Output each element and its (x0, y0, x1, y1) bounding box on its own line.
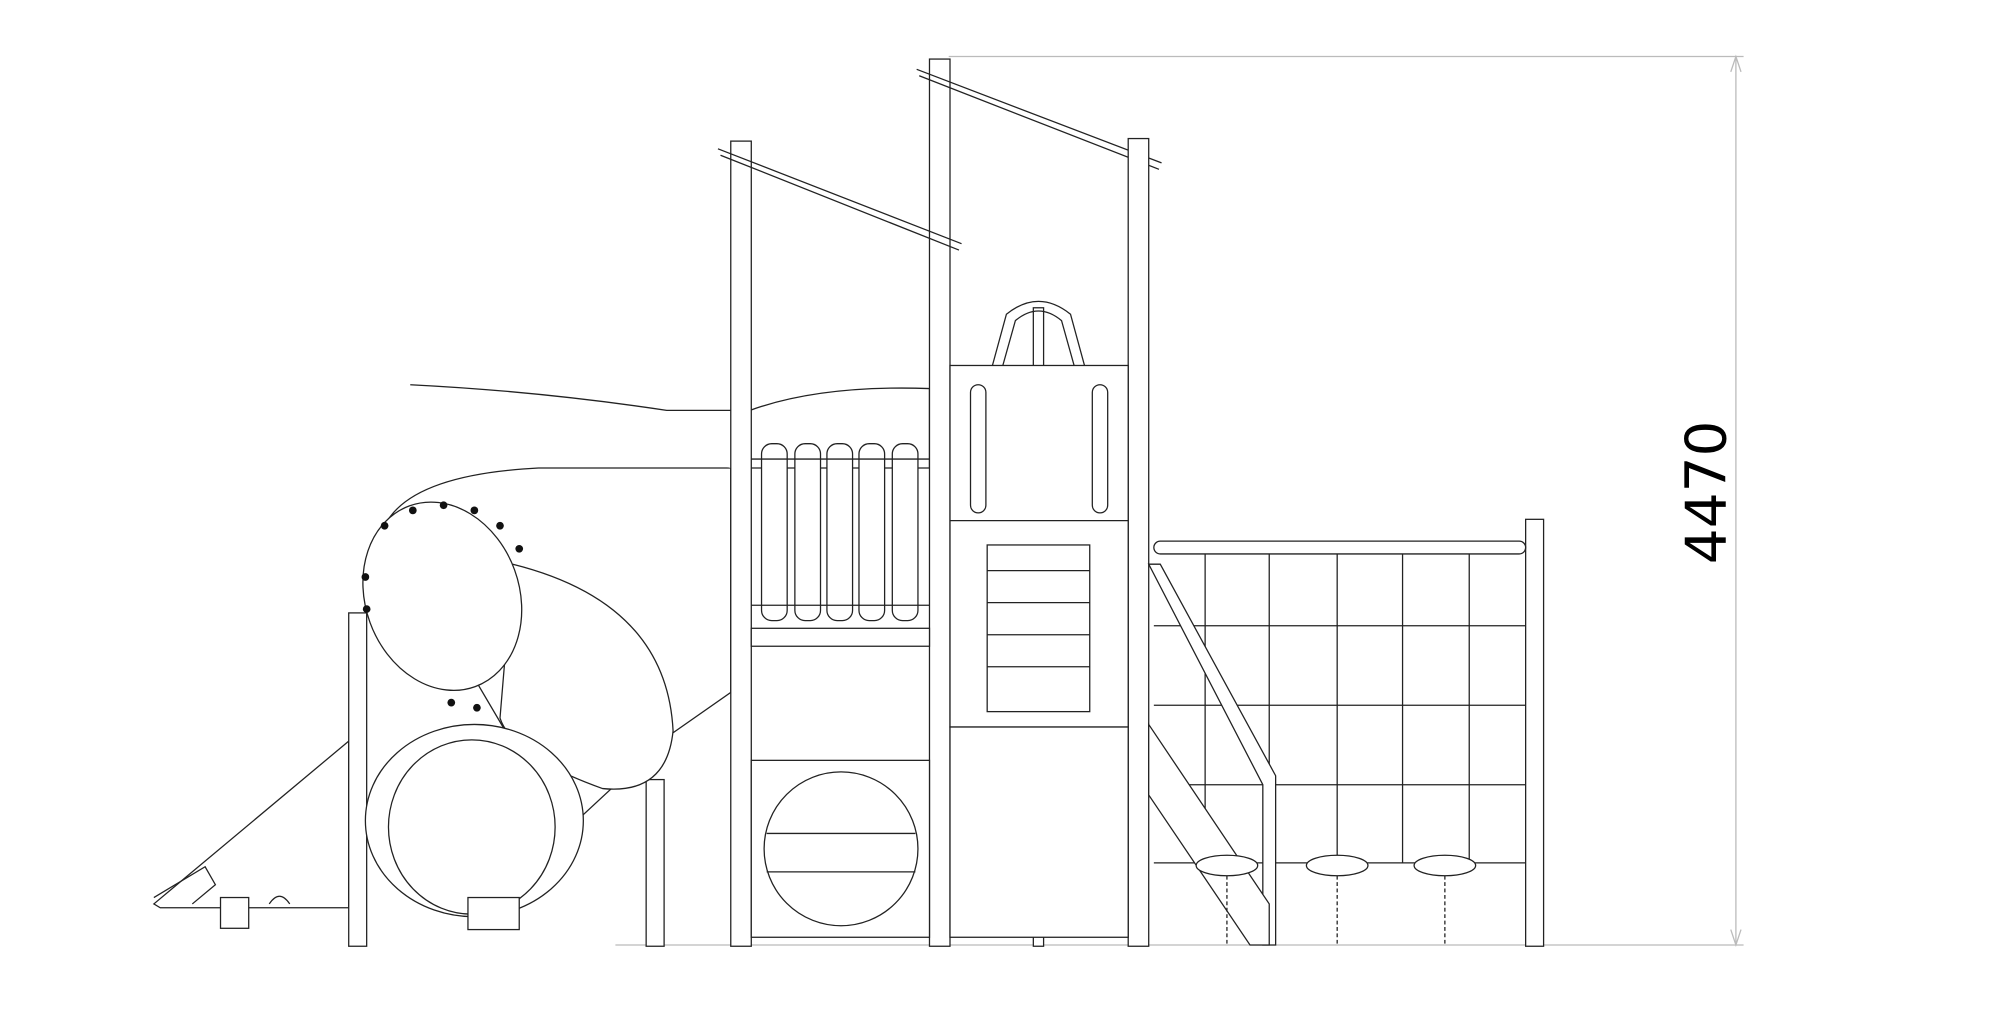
tube-bolts (361, 501, 524, 712)
post (348, 612, 368, 947)
climbing-net (1147, 518, 1545, 947)
height-dimension: 4470 (615, 54, 1744, 947)
tower-right (949, 137, 1150, 947)
tower-left (717, 58, 1162, 947)
height-dimension-label: 4470 (1675, 421, 1740, 565)
post (645, 778, 665, 947)
tube-slide (362, 384, 931, 931)
slide-ramp (152, 739, 350, 929)
